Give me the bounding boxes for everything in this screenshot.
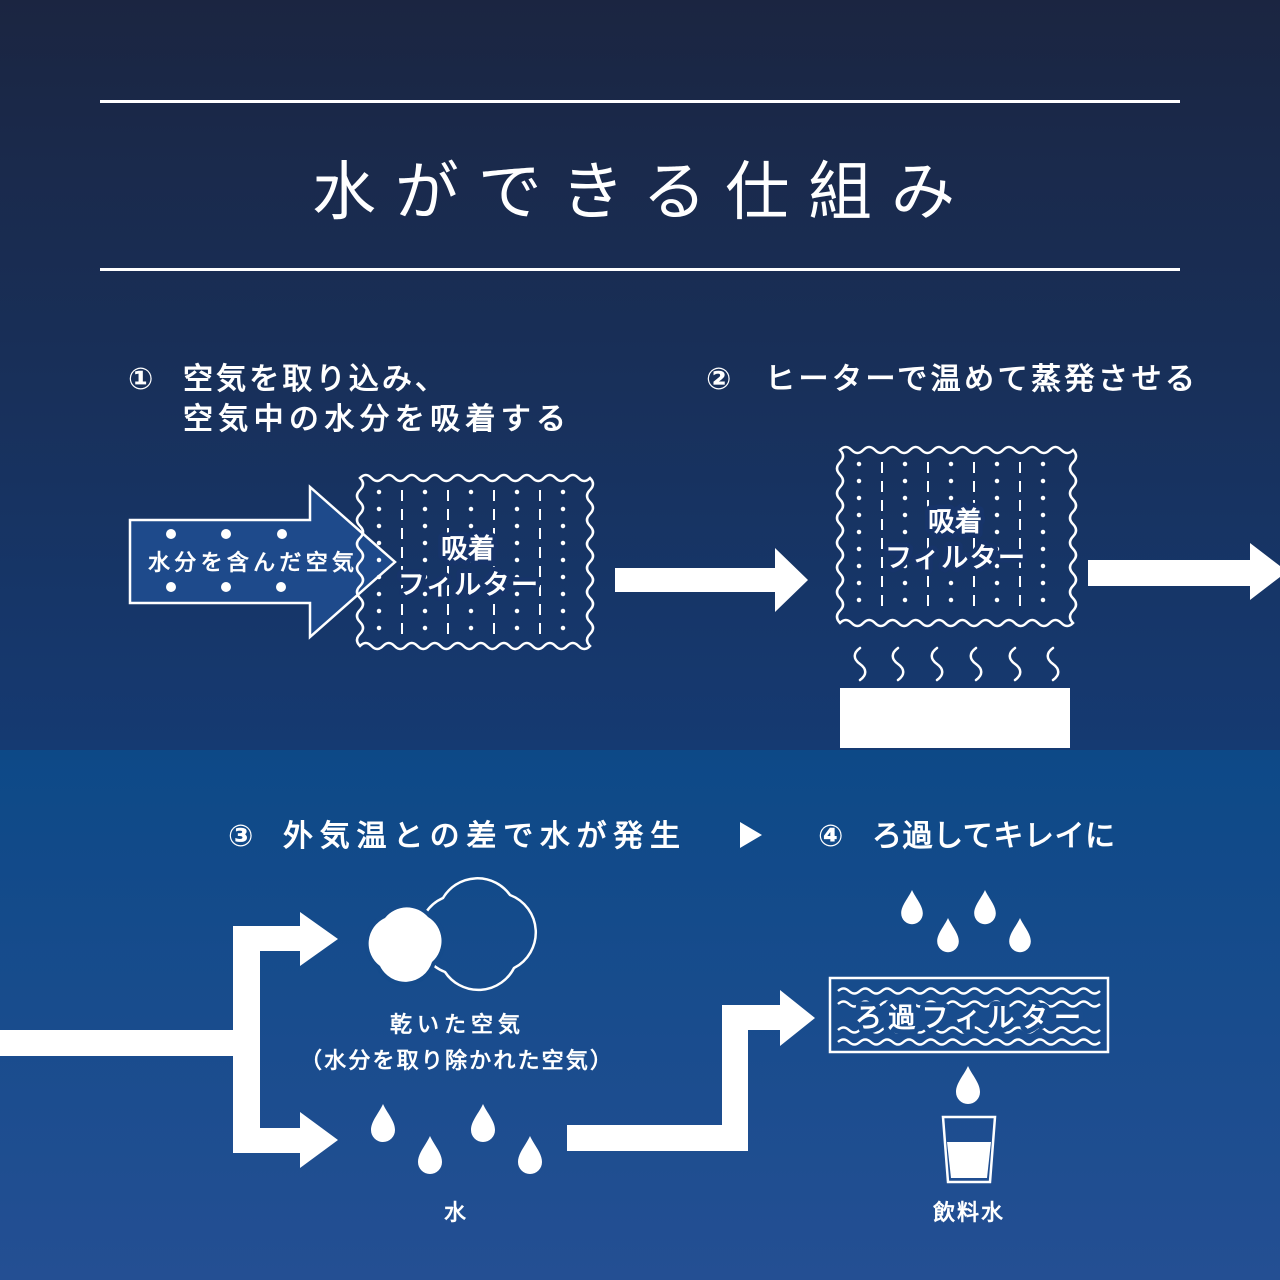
arrow-icon	[128, 484, 397, 640]
adsorption-filter-icon	[835, 445, 1078, 628]
step-1-filter-label-line-1: 吸着	[441, 533, 495, 565]
filtration-filter-frame	[828, 976, 1110, 1054]
arrow-upper-shaft	[722, 1005, 782, 1030]
branch-arrow-stem	[0, 1030, 260, 1056]
arrow-lower-shaft	[567, 1125, 748, 1151]
step-1-heading-line-2: 空気中の水分を吸着する	[183, 402, 566, 437]
branch-arrow-lower-head	[300, 1112, 338, 1168]
filtration-filter-label: ろ過フィルター	[855, 1003, 1081, 1034]
glass-icon	[941, 1115, 997, 1184]
branch-arrow-upper-shaft	[233, 926, 303, 951]
steam-wisp	[930, 646, 944, 682]
filter-wave-line	[837, 1026, 1101, 1034]
filter-wavy-outline	[835, 445, 1078, 628]
triangle-right-icon	[740, 822, 762, 848]
filtration-filter-icon	[828, 976, 1110, 1054]
filter-wave-line	[837, 1038, 1101, 1046]
moisture-dot	[277, 529, 287, 539]
arrow-icon	[567, 990, 815, 1151]
branch-arrow-lower-shaft	[233, 1128, 303, 1153]
adsorption-filter-icon	[355, 473, 595, 651]
dry-air-label: 乾いた空気	[390, 1012, 520, 1038]
glass-water	[947, 1142, 991, 1178]
steam-wisp	[969, 646, 983, 682]
filter-wave-line	[837, 1000, 1101, 1008]
arrow-icon	[615, 548, 808, 612]
step-2-filter-label-line-1: 吸着	[928, 506, 982, 538]
steam-icon	[853, 646, 1060, 682]
title-rule-bottom	[100, 268, 1180, 271]
arrow-head	[780, 990, 815, 1046]
moisture-dot	[221, 529, 231, 539]
drinking-water-label: 飲料水	[932, 1200, 1004, 1226]
moisture-dot	[166, 529, 176, 539]
moist-air-arrow	[128, 484, 397, 640]
step-4-heading: ろ過してキレイに	[872, 819, 1115, 854]
steam-wisp	[1008, 646, 1022, 682]
step-3-heading: 外気温との差で水が発生	[283, 819, 680, 854]
filter-wave-line	[837, 987, 1101, 995]
dry-air-note: （水分を取り除かれた空気）	[300, 1048, 612, 1074]
step-1-number: ①	[128, 362, 153, 397]
steam-wisp	[853, 646, 867, 682]
steam-wisp	[1046, 646, 1060, 682]
cloud-filled	[364, 903, 446, 986]
heater-icon	[840, 688, 1070, 748]
arrow-icon	[1088, 543, 1280, 600]
water-label: 水	[444, 1201, 467, 1226]
step-2-number: ②	[706, 362, 731, 397]
moisture-dot	[276, 582, 286, 592]
branch-arrow-icon	[0, 912, 338, 1168]
moisture-dot	[166, 582, 176, 592]
title-rule-top	[100, 100, 1180, 103]
moisture-dot	[221, 582, 231, 592]
step-1-filter-label-line-2: フィルター	[398, 570, 538, 601]
branch-arrow-vertical	[233, 926, 260, 1153]
steam-wisp	[891, 646, 905, 682]
lower-background	[0, 750, 1280, 1280]
cloud-icon	[364, 877, 537, 992]
step-2-filter-label-line-2: フィルター	[885, 543, 1025, 574]
branch-arrow-upper-head	[300, 912, 338, 966]
glass-outline	[941, 1115, 997, 1184]
step-4-number: ④	[818, 819, 843, 854]
step-2-heading: ヒーターで温めて蒸発させる	[765, 362, 1195, 397]
filter-wavy-outline	[355, 473, 595, 651]
step-3-number: ③	[228, 819, 253, 854]
